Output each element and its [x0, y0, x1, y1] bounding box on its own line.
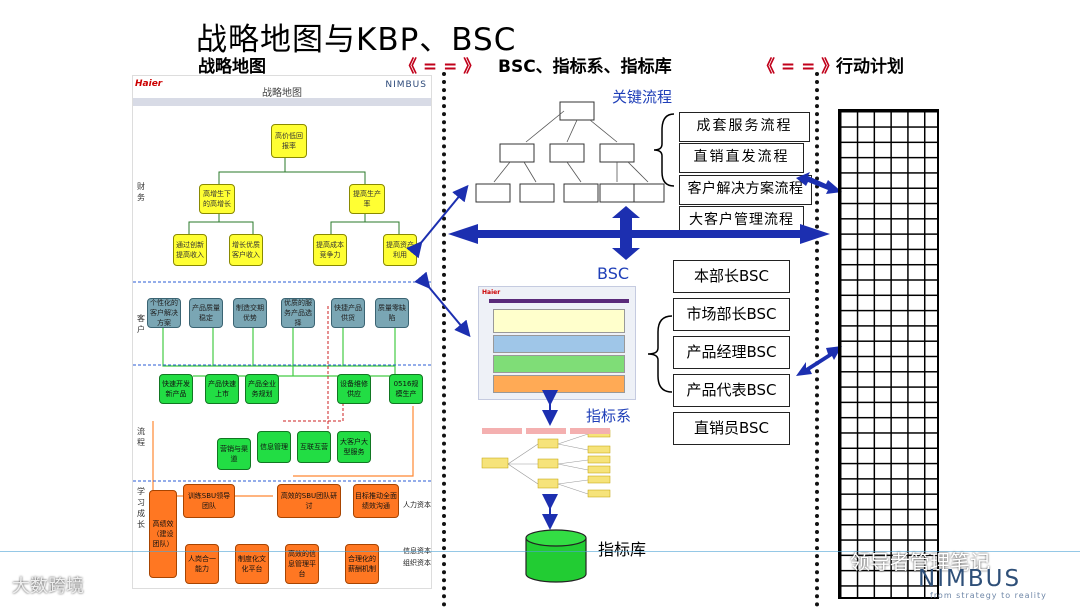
bsc-role-box: 产品经理BSC — [673, 336, 790, 369]
finance-node: 增长优质客户收入 — [229, 234, 263, 266]
bsc-role-box: 市场部长BSC — [673, 298, 790, 331]
vertical-double-arrow — [612, 206, 640, 260]
finance-node: 高增生下的高增长 — [199, 184, 235, 214]
process-node: 产品全业务规划 — [245, 374, 279, 404]
key-process-label: 关键流程 — [612, 88, 673, 106]
nimbus-logo: NIMBUS — [385, 80, 427, 90]
process-bracket — [653, 113, 675, 187]
bsc-thumb-row — [493, 309, 625, 333]
process-node: 互联互营 — [297, 431, 331, 463]
process-node: 0516规模生产 — [389, 374, 423, 404]
indicator-library-label: 指标库 — [598, 540, 647, 559]
action-plan-grid — [838, 109, 939, 599]
nimbus-slogan: from strategy to reality — [930, 591, 1047, 600]
capital-label: 人力资本 — [403, 501, 431, 509]
learning-node: 高绩效（建设团队） — [149, 490, 177, 578]
panel-toolbar — [133, 98, 431, 106]
process-box: 客户解决方案流程 — [679, 175, 812, 205]
learning-node: 人岗合一能力 — [185, 544, 219, 584]
database-cylinder-icon — [525, 529, 587, 583]
action-plan-header: 行动计划 — [836, 57, 904, 77]
learning-node: 训练SBU领导团队 — [183, 484, 235, 518]
indicator-tree-thumbnail — [481, 428, 611, 498]
customer-node: 个性化的客户解决方案 — [147, 298, 181, 328]
customer-node: 制造交期优势 — [233, 298, 267, 328]
process-node: 产品快速上市 — [205, 374, 239, 404]
watermark-right: 领导者管理笔记 — [850, 550, 990, 574]
bidirectional-arrow-symbol-1: 《 = = 》 — [400, 57, 481, 77]
process-node: 信息管理 — [257, 431, 291, 463]
process-flow-diagram — [475, 101, 665, 203]
haier-logo: Haier — [135, 79, 163, 89]
watermark-line — [0, 551, 1080, 552]
map-to-bsc-arrow — [414, 271, 471, 338]
bsc-thumb-row — [493, 355, 625, 373]
nimbus-brand: NIMBUS — [918, 566, 1022, 592]
row-label-process: 流程 — [137, 427, 145, 447]
finance-node: 高价低回报率 — [271, 124, 307, 158]
map-to-kbp-arrow — [406, 184, 469, 259]
strategy-map-panel: Haier 战略地图 NIMBUS 财务 — [133, 76, 431, 588]
row-label-finance: 财务 — [137, 182, 145, 202]
learning-node: 目标推动全面绩效沟通 — [353, 484, 399, 518]
row-label-learning: 学习成长 — [137, 487, 145, 529]
process-node: 快速开发新产品 — [159, 374, 193, 404]
process-to-plan-arrow — [796, 172, 842, 194]
process-box: 直销直发流程 — [679, 143, 804, 173]
customer-node: 质量零缺陷 — [375, 298, 409, 328]
bsc-thumb-row — [493, 375, 625, 393]
left-separator — [442, 72, 446, 607]
customer-node: 产品质量稳定 — [189, 298, 223, 328]
bsc-bracket — [647, 315, 673, 393]
process-node: 营销与渠道 — [217, 438, 251, 470]
capital-label: 组织资本 — [403, 559, 431, 567]
finance-node: 提高成本竞争力 — [313, 234, 347, 266]
finance-node: 通过创新提高收入 — [173, 234, 207, 266]
learning-node: 高效的信息管理平台 — [285, 544, 319, 584]
process-node: 设备维修供应 — [337, 374, 371, 404]
slide-title: 战略地图与KBP、BSC — [196, 22, 517, 58]
bsc-thumb-bar — [489, 299, 629, 303]
bsc-thumb-row — [493, 335, 625, 353]
panel-title: 战略地图 — [262, 88, 302, 99]
bsc-header: BSC、指标系、指标库 — [498, 57, 672, 77]
process-box: 成套服务流程 — [679, 112, 810, 142]
bsc-label: BSC — [597, 264, 630, 283]
bsc-to-plan-arrow — [796, 346, 842, 376]
customer-node: 快捷产品供货 — [331, 298, 365, 328]
customer-node: 优质的服务产品选择 — [281, 298, 315, 328]
row-label-customer: 客户 — [137, 314, 145, 334]
big-horizontal-arrow — [448, 224, 830, 244]
watermark-left: 大数跨境 — [12, 576, 84, 597]
process-node: 大客户大型服务 — [337, 431, 371, 463]
strategy-map-header: 战略地图 — [198, 57, 266, 77]
finance-node: 提高生产率 — [349, 184, 385, 214]
bsc-thumb-logo: Haier — [482, 289, 501, 296]
learning-node: 高效的SBU团队研讨 — [277, 484, 341, 518]
right-separator — [815, 72, 819, 607]
learning-node: 合理化的薪酬机制 — [345, 544, 379, 584]
indicator-system-label: 指标系 — [586, 407, 632, 425]
learning-node: 制度化文化平台 — [235, 544, 269, 584]
bsc-role-box: 本部长BSC — [673, 260, 790, 293]
bsc-role-box: 直销员BSC — [673, 412, 790, 445]
bsc-role-box: 产品代表BSC — [673, 374, 790, 407]
